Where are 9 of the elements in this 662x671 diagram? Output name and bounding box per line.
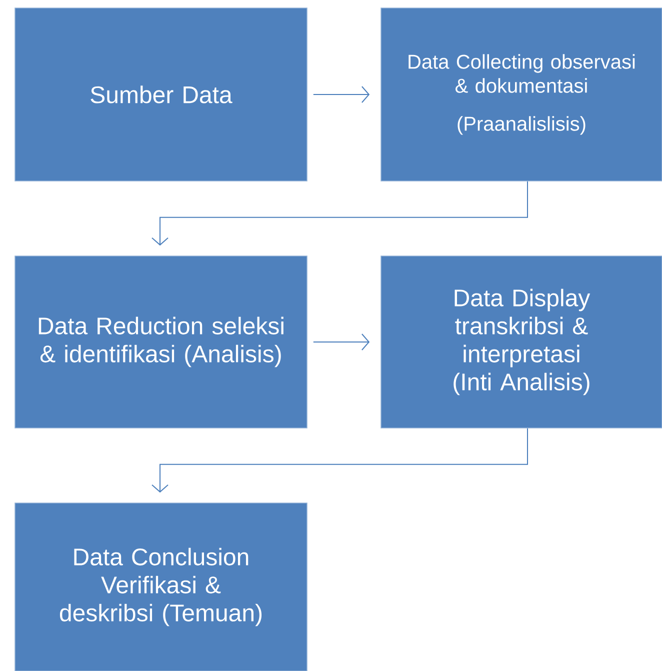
arrow (152, 428, 528, 493)
arrow (312, 86, 370, 103)
process-box: Sumber Data (14, 8, 308, 182)
arrow (152, 180, 528, 246)
process-box: Data Conclusion Verifikasi & deskribsi (Temuan) (14, 502, 308, 671)
process-box: Data Display transkribsi & interpretasi (Inti Analisis) (380, 256, 662, 428)
process-box: Data Reduction seleksi & identifikasi (Analisis) (14, 256, 308, 428)
arrow (312, 334, 370, 350)
process-box: Data Collecting observasi & dokumentasi (Praanalislisis) (380, 8, 662, 182)
